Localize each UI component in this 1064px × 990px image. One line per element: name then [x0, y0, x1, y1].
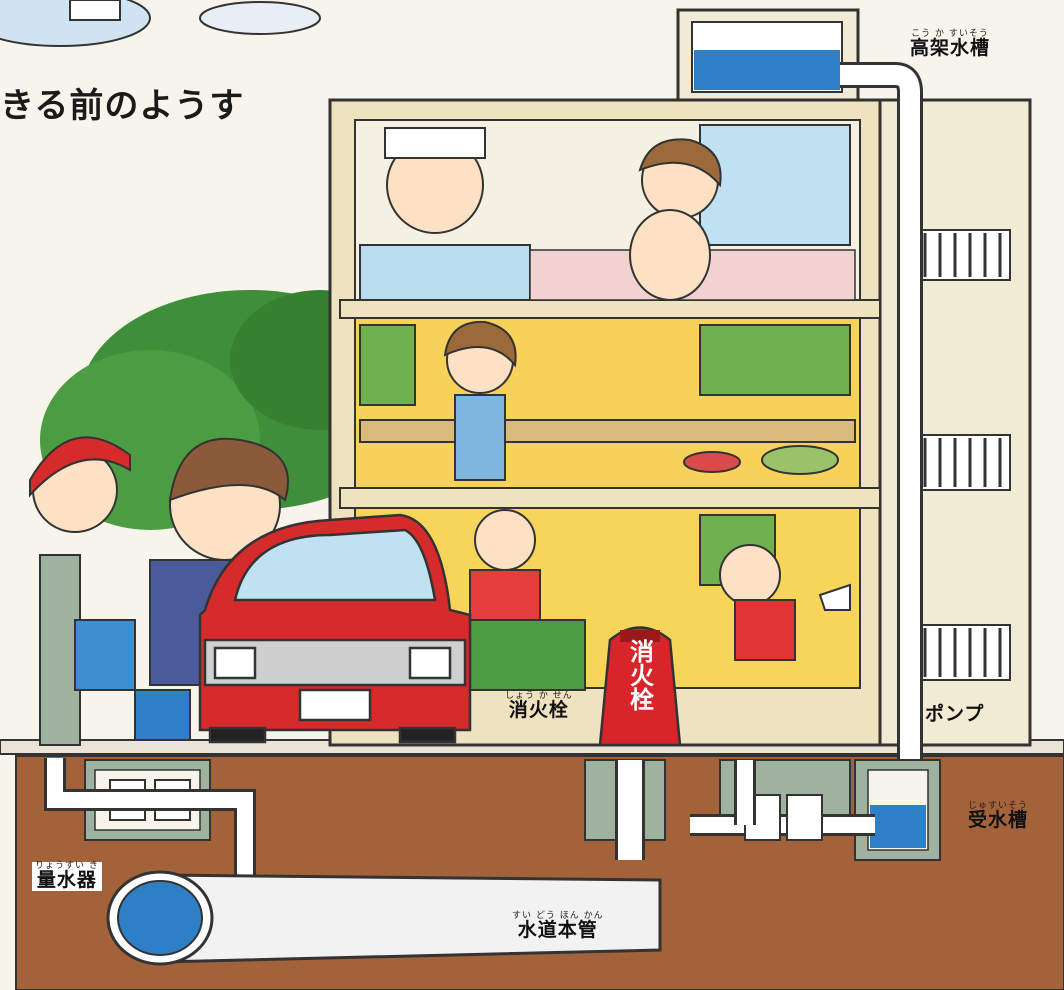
label-water-main: すい どう ほん かん 水道本管: [512, 911, 604, 942]
outdoor-faucet-stand: [39, 554, 191, 746]
label-receiving-tank-ruby: じゅすいそう: [968, 801, 1029, 811]
label-water-meter-ruby: りょうすい き: [35, 861, 99, 871]
kitchen-counter: [359, 419, 856, 443]
bathtub: [359, 244, 531, 301]
receiving-tank-water: [870, 805, 926, 848]
tower-louvers: [914, 229, 1011, 681]
label-water-main-text: 水道本管: [517, 919, 598, 942]
water-main-pipe: [106, 870, 662, 966]
people: [29, 127, 851, 686]
label-elevated-tank-ruby: こう か すいそう: [911, 29, 989, 39]
label-pump-text: ポンプ: [925, 703, 985, 725]
label-water-meter-text: 量水器: [36, 869, 97, 892]
elevated-water-tank: [676, 8, 860, 102]
label-pump: ポンプ: [925, 703, 985, 725]
label-fire-hydrant-text: 消火栓: [508, 699, 569, 722]
label-receiving-tank: じゅすいそう 受水槽: [968, 801, 1029, 832]
label-receiving-tank-text: 受水槽: [968, 809, 1029, 832]
top-left-scene-fragment: [0, 0, 321, 47]
label-elevated-tank-text: 高架水槽: [910, 37, 991, 60]
page-title: きる前のようす: [0, 86, 245, 126]
hedge: [459, 619, 586, 691]
hydrant-sign-text: 消火栓: [630, 638, 654, 714]
label-elevated-tank: こう か すいそう 高架水槽: [910, 29, 991, 60]
label-fire-hydrant-ruby: しょう か せん: [505, 691, 573, 701]
riser-pipe: [840, 62, 923, 780]
underground-pipes: [44, 758, 941, 880]
dish: [683, 451, 741, 473]
red-car: [198, 513, 472, 744]
fire-hydrant: [598, 626, 682, 747]
label-water-meter: りょうすい き 量水器: [32, 861, 102, 892]
label-water-main-ruby: すい どう ほん かん: [512, 911, 604, 921]
label-fire-hydrant: しょう か せん 消火栓: [505, 691, 573, 722]
salad-bowl: [761, 445, 839, 475]
